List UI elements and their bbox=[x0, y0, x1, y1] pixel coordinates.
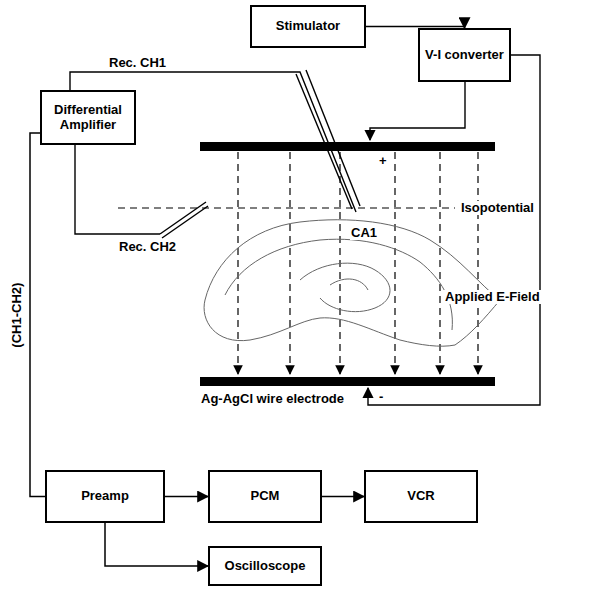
box-label: VCR bbox=[407, 489, 434, 504]
converter-box: V-I converter bbox=[418, 28, 511, 82]
electrode-bar bbox=[200, 142, 495, 151]
stimulator-box: Stimulator bbox=[250, 5, 366, 48]
box-label: Oscilloscope bbox=[225, 559, 306, 574]
box-label: V-I converter bbox=[425, 48, 504, 63]
part-label: Ag-AgCl wire electrode bbox=[200, 392, 345, 406]
region-label: CA1 bbox=[350, 226, 378, 240]
box-label: Stimulator bbox=[276, 19, 340, 34]
box-label: Preamp bbox=[81, 489, 129, 504]
oscilloscope-box: Oscilloscope bbox=[208, 546, 322, 586]
stimulation-wires bbox=[368, 55, 540, 405]
preamp-box: Preamp bbox=[45, 470, 165, 523]
connector bbox=[322, 496, 364, 498]
recorder-box: PCM bbox=[208, 470, 322, 523]
electrode-bar bbox=[200, 377, 495, 386]
polarity-sign: - bbox=[378, 390, 384, 404]
connector bbox=[165, 496, 208, 498]
polarity-sign: + bbox=[378, 154, 388, 168]
amplifier-box: Differential Amplifier bbox=[40, 90, 136, 145]
field-lines bbox=[118, 152, 478, 374]
connector bbox=[105, 523, 208, 566]
part-label: Isopotential bbox=[460, 201, 535, 215]
signal-label: (CH1-CH2) bbox=[10, 281, 24, 348]
signal-label: Rec. CH2 bbox=[118, 240, 177, 254]
hippocampus-slice bbox=[204, 220, 500, 346]
box-label: PCM bbox=[251, 489, 280, 504]
connector bbox=[30, 133, 45, 497]
recorder-box: VCR bbox=[364, 470, 478, 523]
signal-label: Rec. CH1 bbox=[108, 56, 167, 70]
part-label: Applied E-Field bbox=[444, 290, 541, 304]
box-label: Differential Amplifier bbox=[46, 103, 130, 133]
